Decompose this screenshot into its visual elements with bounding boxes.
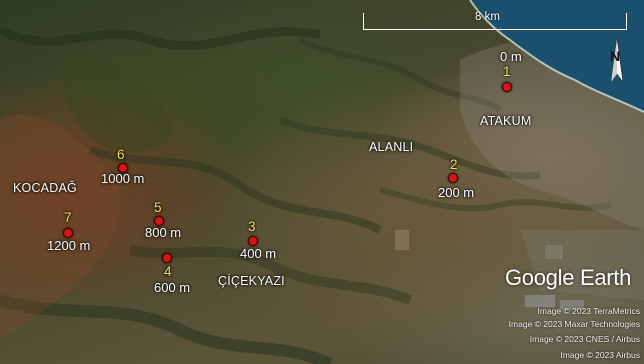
station-1-number: 1 bbox=[503, 64, 511, 79]
north-letter: N bbox=[610, 48, 621, 64]
station-4-number: 4 bbox=[164, 264, 172, 279]
credit-terrametrics: Image © 2023 TerraMetrics bbox=[537, 306, 640, 316]
station-7-elevation: 1200 m bbox=[47, 238, 91, 253]
station-5-marker[interactable] bbox=[154, 216, 164, 226]
station-4-elevation: 600 m bbox=[154, 280, 191, 295]
credit-cnes: Image © 2023 CNES / Airbus bbox=[529, 334, 640, 344]
station-2-elevation: 200 m bbox=[438, 185, 475, 200]
place-kocadag: KOCADAĞ bbox=[13, 181, 77, 195]
station-3-number: 3 bbox=[248, 219, 256, 234]
station-2-number: 2 bbox=[450, 157, 458, 172]
google-earth-logo: Google Earth bbox=[505, 265, 632, 290]
station-6-elevation: 1000 m bbox=[101, 171, 145, 186]
station-3-marker[interactable] bbox=[248, 236, 258, 246]
scale-label: 8 km bbox=[475, 11, 500, 23]
station-3-elevation: 400 m bbox=[240, 246, 277, 261]
station-7-marker[interactable] bbox=[63, 228, 73, 238]
credit-airbus: Image © 2023 Airbus bbox=[560, 350, 640, 360]
station-6-marker[interactable] bbox=[118, 163, 128, 173]
station-7-number: 7 bbox=[64, 210, 72, 225]
station-5-number: 5 bbox=[154, 200, 162, 215]
place-alanli: ALANLI bbox=[369, 140, 414, 154]
station-1-elevation: 0 m bbox=[500, 49, 522, 64]
scale-bar bbox=[363, 13, 627, 30]
station-5-elevation: 800 m bbox=[145, 225, 182, 240]
credit-maxar: Image © 2023 Maxar Technologies bbox=[508, 319, 640, 329]
station-4-marker[interactable] bbox=[162, 253, 172, 263]
station-1-marker[interactable] bbox=[502, 82, 512, 92]
place-atakum: ATAKUM bbox=[480, 114, 532, 128]
station-2-marker[interactable] bbox=[448, 173, 458, 183]
north-arrow-icon: N bbox=[604, 36, 630, 86]
place-cicekyazi: ÇİÇEKYAZI bbox=[218, 274, 285, 288]
station-6-number: 6 bbox=[117, 147, 125, 162]
